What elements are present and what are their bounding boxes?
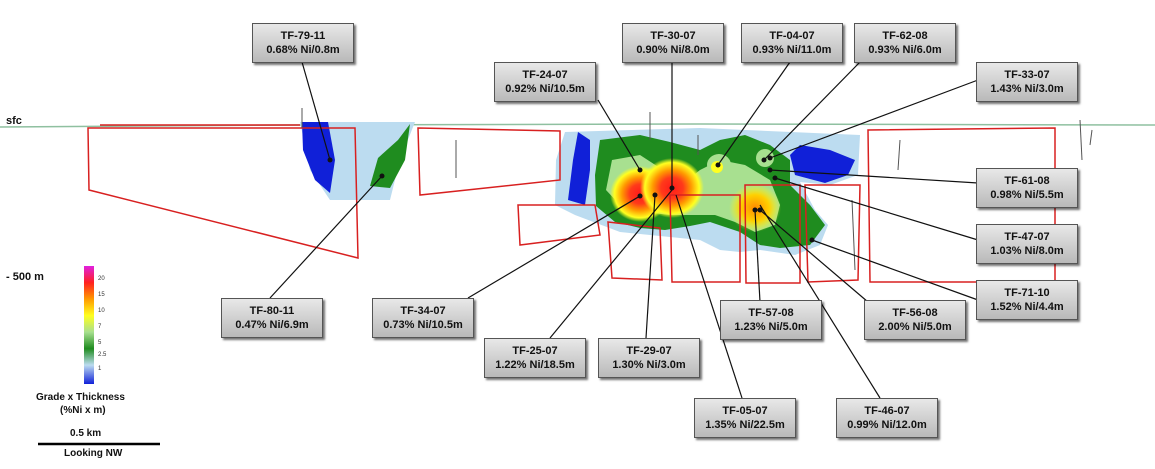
legend-tick-2-5: 2.5 xyxy=(98,352,107,358)
grade-blue-west xyxy=(302,122,335,193)
depth-label: - 500 m xyxy=(6,271,44,283)
grade-blue-west-main xyxy=(568,132,590,205)
legend-colorbar xyxy=(84,266,94,384)
drill-traces xyxy=(301,108,1093,271)
legend-tick-5: 5 xyxy=(98,340,102,346)
legend-tick-15: 15 xyxy=(98,292,105,298)
legend-tick-20: 20 xyxy=(98,276,105,282)
surface-label: sfc xyxy=(6,115,22,127)
surface-line xyxy=(0,123,1155,128)
leader-arrowheads xyxy=(327,155,815,243)
legend-title-line1: Grade x Thickness xyxy=(36,392,125,403)
grade-blue-east xyxy=(790,145,855,183)
legend-tick-1: 1 xyxy=(98,366,102,372)
grade-green-west xyxy=(370,124,410,188)
scale-label: 0.5 km xyxy=(70,428,102,439)
legend-tick-7: 7 xyxy=(98,324,102,330)
view-direction-label: Looking NW xyxy=(64,448,123,459)
legend-title-line2: (%Ni x m) xyxy=(60,405,106,416)
legend-tick-10: 10 xyxy=(98,308,105,314)
